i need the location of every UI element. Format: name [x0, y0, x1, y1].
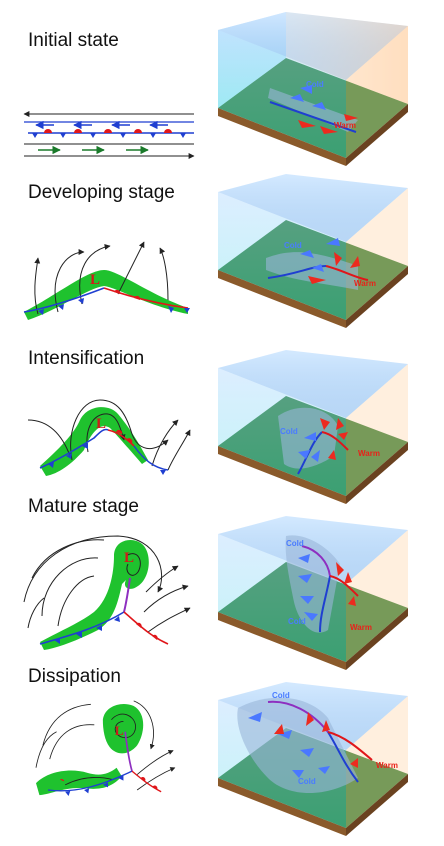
stage-developing: Developing stage L Cold Warm — [0, 168, 444, 336]
3d-block-dissipation: Cold Cold Warm — [218, 682, 408, 836]
surface-map-initial — [23, 111, 195, 159]
cold-label: Cold — [306, 80, 324, 89]
cold-label-upper: Cold — [286, 539, 304, 548]
surface-map-developing: L — [23, 241, 190, 320]
3d-block-initial: Cold Warm — [218, 12, 408, 166]
warm-label: Warm — [376, 761, 398, 770]
cold-label-lower: Cold — [288, 617, 306, 626]
warm-label: Warm — [334, 121, 356, 130]
low-pressure-label: L — [90, 272, 100, 288]
warm-label: Warm — [354, 279, 376, 288]
low-pressure-label: L — [96, 416, 106, 432]
warm-label: Warm — [350, 623, 372, 632]
stage-dissipation: Dissipation L Cold — [0, 666, 444, 840]
stage-title: Intensification — [28, 348, 145, 369]
stage-initial: Initial state — [0, 0, 444, 168]
stage-title: Developing stage — [28, 182, 175, 203]
stage-title: Initial state — [28, 30, 119, 51]
warm-label: Warm — [358, 449, 380, 458]
3d-block-mature: Cold Cold Warm — [218, 516, 408, 670]
stage-title: Dissipation — [28, 666, 121, 687]
surface-map-dissipation: L — [35, 700, 176, 796]
cold-label: Cold — [284, 241, 302, 250]
cold-label-lower: Cold — [298, 777, 316, 786]
3d-block-intensification: Cold Warm — [218, 350, 408, 504]
surface-map-mature: L — [23, 535, 191, 650]
low-pressure-label: L — [124, 550, 134, 566]
stage-intensification: Intensification L Cold Warm — [0, 336, 444, 504]
cold-label: Cold — [280, 427, 298, 436]
3d-block-developing: Cold Warm — [218, 174, 408, 328]
cold-label-upper: Cold — [272, 691, 290, 700]
stage-title: Mature stage — [28, 496, 139, 517]
surface-map-intensification: L — [27, 399, 191, 476]
stage-mature: Mature stage L Cold — [0, 496, 444, 672]
low-pressure-label: L — [115, 724, 124, 738]
